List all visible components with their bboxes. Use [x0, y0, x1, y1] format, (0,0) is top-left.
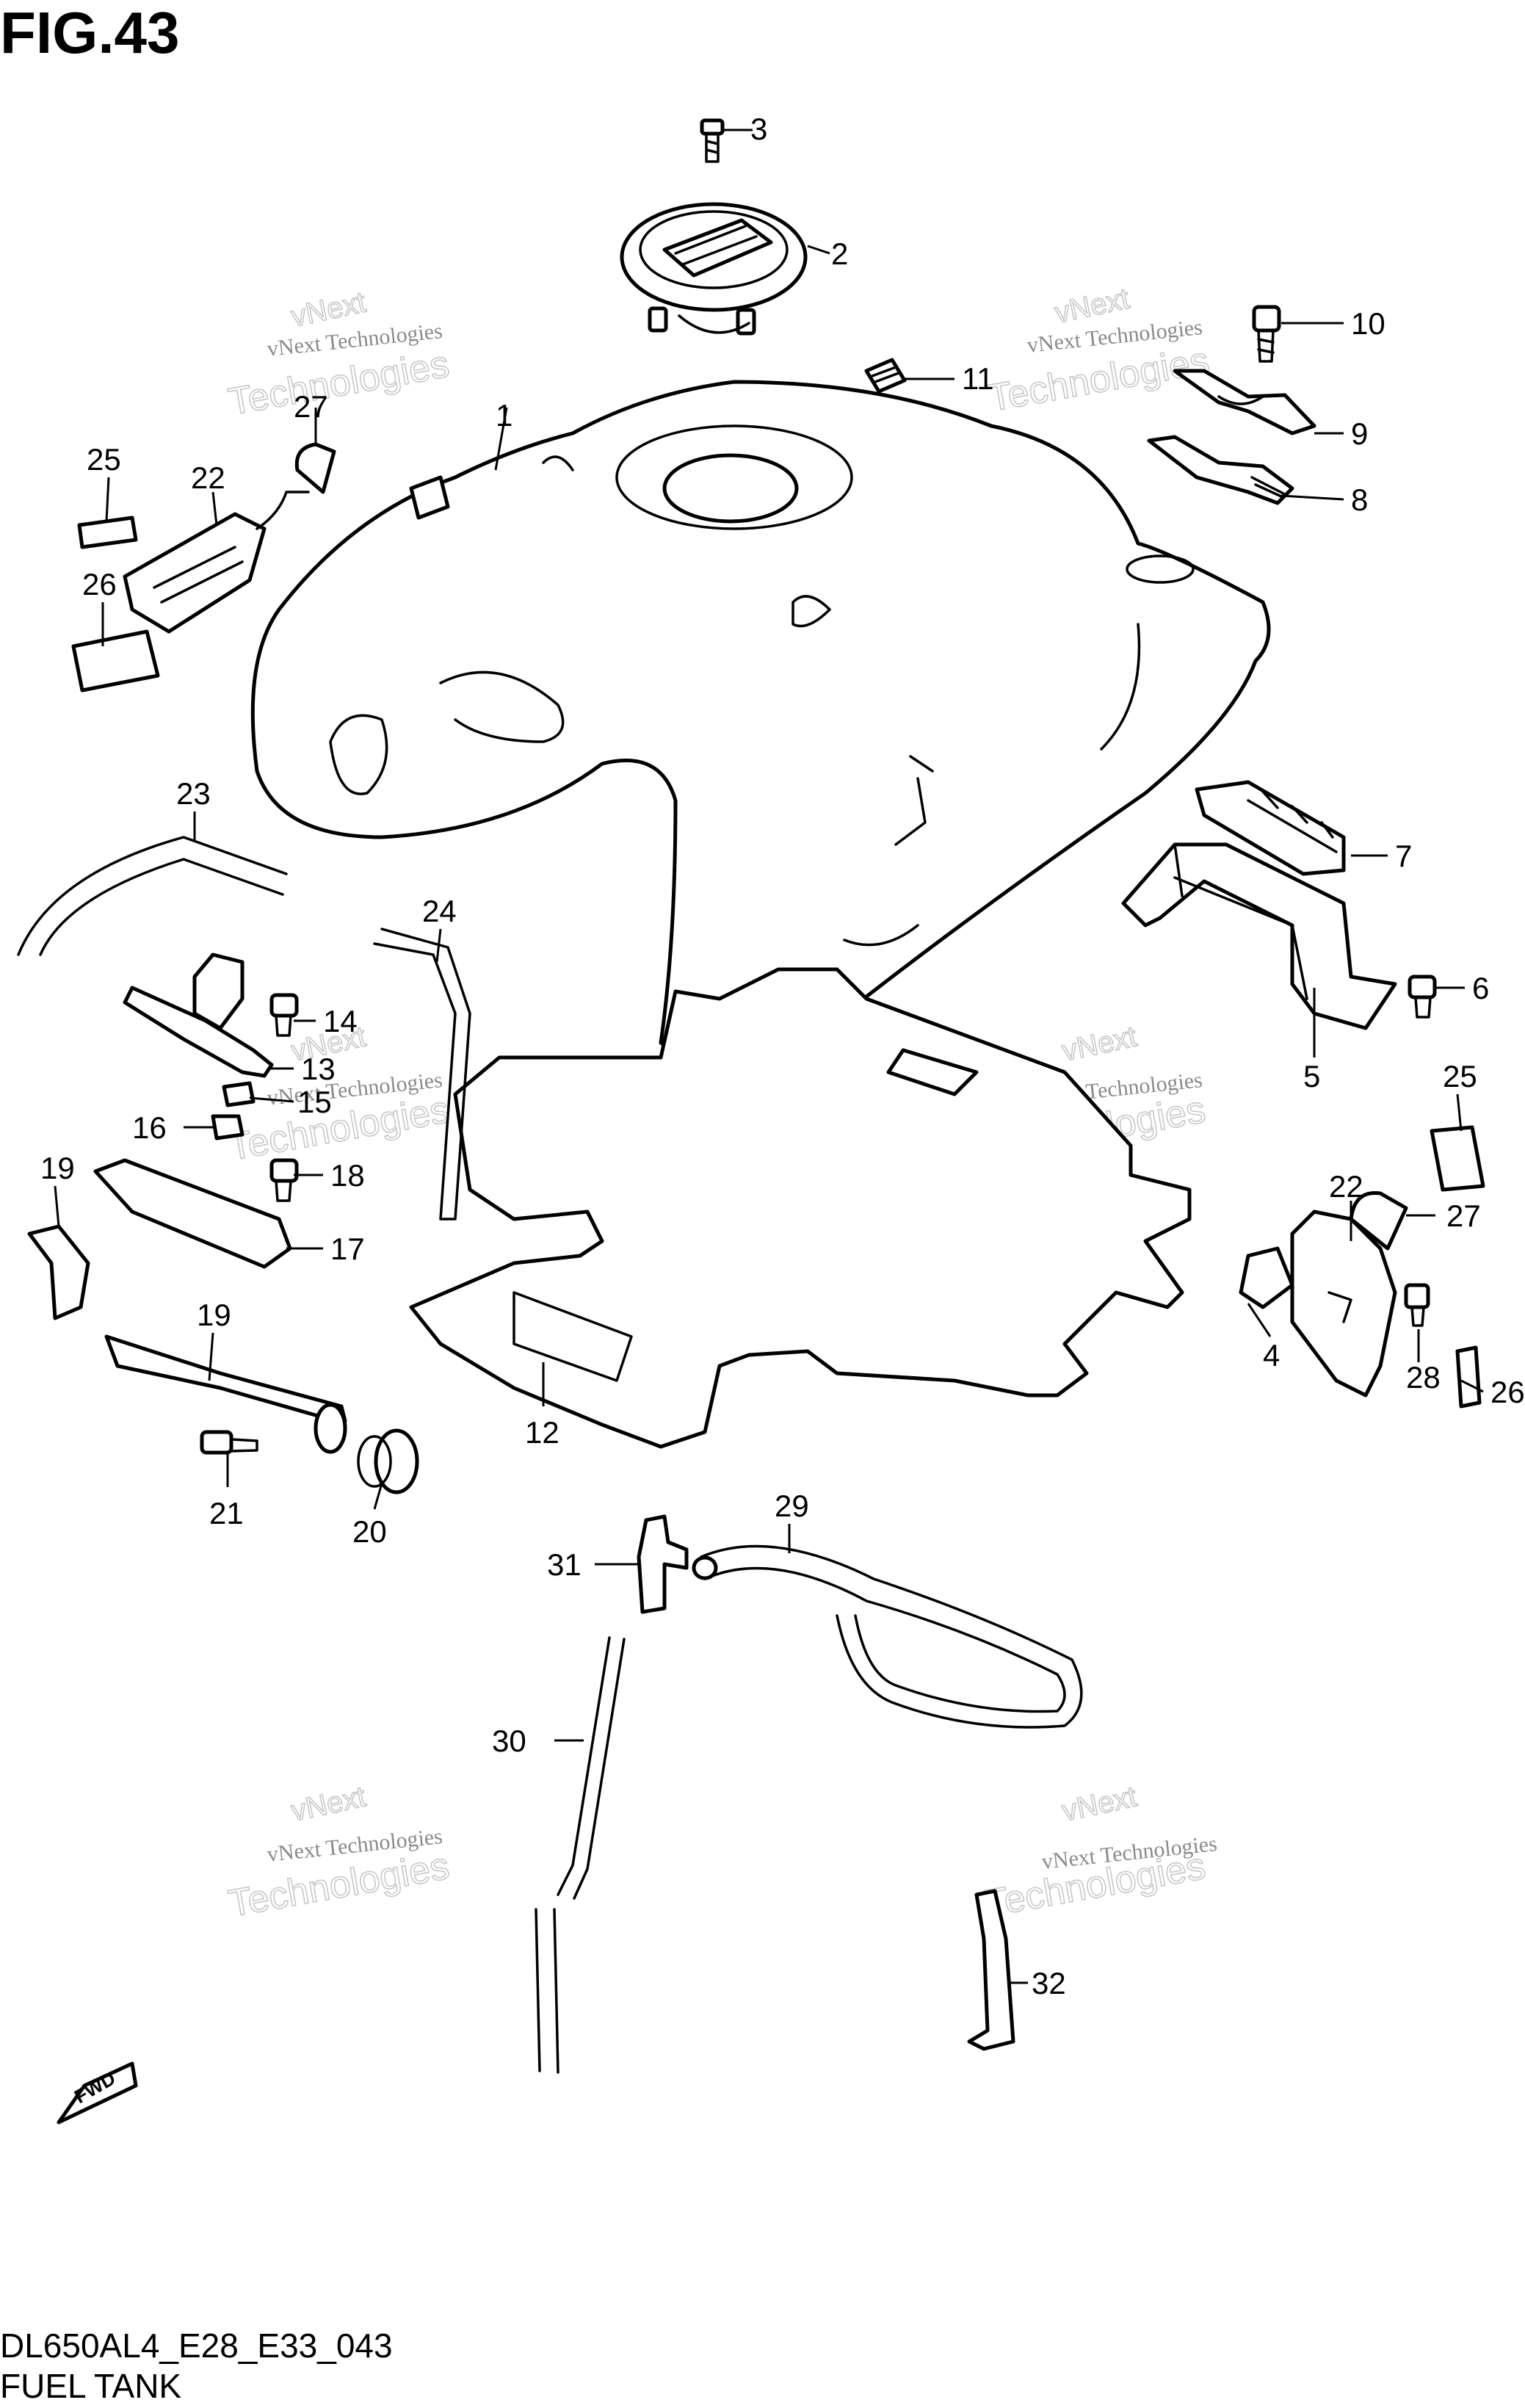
- callout-13: 13: [301, 1052, 336, 1086]
- part-14-bolt: [269, 993, 299, 1037]
- part-22-hose-left: [17, 836, 288, 956]
- svg-text:Technologies: Technologies: [225, 343, 452, 424]
- callout-18: 18: [330, 1158, 365, 1193]
- callout-22-mid: 24: [422, 894, 457, 928]
- callout-26-right: 26: [1490, 1375, 1525, 1409]
- callout-23: 22: [191, 460, 225, 495]
- callout-22-left: 23: [176, 776, 211, 811]
- part-31-joint: [637, 1514, 689, 1614]
- part-20-rubber: [357, 1428, 419, 1494]
- part-25-label-right: [1430, 1125, 1485, 1192]
- svg-text:vNext: vNext: [1059, 1021, 1140, 1068]
- callout-12: 12: [525, 1415, 559, 1450]
- callout-11: 11: [962, 361, 994, 396]
- callout-29: 29: [775, 1489, 809, 1523]
- callout-15: 15: [297, 1085, 332, 1119]
- part-13-bracket: [123, 952, 274, 1078]
- callout-16: 16: [132, 1110, 167, 1145]
- callout-6: 6: [1472, 971, 1489, 1005]
- part-28-bolt: [1404, 1283, 1430, 1327]
- part-25-label-left: [77, 516, 138, 549]
- callout-21: 21: [209, 1496, 244, 1530]
- part-12-pad: [409, 967, 1192, 1449]
- figure-caption: FUEL TANK: [0, 2367, 181, 2405]
- part-22-hose-mid: [373, 928, 471, 1221]
- part-4-clip: [1239, 1246, 1294, 1309]
- part-21-bolt: [200, 1430, 258, 1455]
- part-16-collar: [211, 1114, 244, 1140]
- part-5-bracket: [1121, 842, 1397, 1030]
- watermark-mid-left: vNext vNext Technologies Technologies: [225, 1020, 453, 1170]
- callout-30: 30: [492, 1724, 526, 1758]
- watermark-top-left: vNext vNext Technologies Technologies: [225, 286, 453, 424]
- part-15-grommet: [222, 1081, 256, 1107]
- watermark-top-right: vNext vNext Technologies Technologies: [985, 282, 1213, 421]
- callout-26-left: 26: [82, 567, 117, 601]
- figure-title: FIG.43: [0, 0, 180, 65]
- watermark-bottom-left: vNext vNext Technologies Technologies: [225, 1780, 453, 1926]
- part-27-cap-right: [1349, 1190, 1408, 1251]
- callout-labels: 3 2 10 11 9 8 1 7 5 6 4 22 27 28 26 25 1…: [40, 112, 1525, 2000]
- leader-lines: [54, 129, 1484, 1984]
- model-code: DL650AL4_E28_E33_043: [0, 2326, 393, 2365]
- part-19-bracket-lower: [104, 1334, 347, 1454]
- part-6-bolt: [1408, 975, 1437, 1019]
- part-3-screw: [700, 118, 725, 163]
- part-10-bolt: [1252, 305, 1281, 363]
- callout-14: 14: [323, 1004, 358, 1038]
- callout-1: 1: [496, 398, 512, 433]
- watermark-bottom-right: vNext vNext Technologies Technologies: [981, 1780, 1218, 1926]
- callout-28: 28: [1406, 1360, 1441, 1395]
- part-27-cap-left: [294, 442, 336, 494]
- callout-25-left: 25: [87, 442, 121, 477]
- part-23-cover: [123, 491, 310, 634]
- callout-19-lower: 19: [197, 1298, 231, 1332]
- part-26-label-left: [71, 629, 160, 693]
- callout-4: 4: [1263, 1338, 1280, 1373]
- callout-27-right: 27: [1446, 1198, 1481, 1233]
- callout-9: 9: [1351, 416, 1368, 451]
- callout-20: 20: [352, 1514, 387, 1549]
- part-11-pad: [864, 358, 907, 394]
- callout-7: 7: [1395, 839, 1412, 873]
- part-19-bracket-upper: [27, 1224, 90, 1320]
- svg-text:vNext: vNext: [1052, 283, 1132, 330]
- part-24-cover: [1290, 1210, 1397, 1398]
- svg-text:vNext: vNext: [289, 1781, 369, 1828]
- part-26-label-right: [1455, 1345, 1482, 1409]
- callout-8: 8: [1351, 482, 1368, 517]
- callout-31: 31: [547, 1547, 582, 1582]
- part-18-bolt: [269, 1158, 299, 1202]
- callout-10: 10: [1351, 306, 1385, 341]
- part-7-pad: [1195, 780, 1346, 876]
- part-2-fuel-cap: [620, 202, 808, 336]
- callout-5: 5: [1303, 1059, 1320, 1093]
- svg-text:vNext: vNext: [1059, 1781, 1140, 1828]
- fwd-arrow-icon: FWD: [57, 2061, 138, 2125]
- part-8-bracket: [1147, 435, 1294, 505]
- part-29-hose: [692, 1544, 1083, 1729]
- callout-3: 3: [750, 112, 767, 146]
- part-9-bracket: [1173, 369, 1316, 435]
- callout-2: 2: [831, 236, 848, 271]
- callout-24: 22: [1329, 1169, 1363, 1204]
- callout-25-right: 25: [1443, 1059, 1477, 1093]
- svg-text:Technologies: Technologies: [985, 339, 1212, 420]
- part-17-plate: [93, 1158, 292, 1269]
- part-30-hose: [535, 1636, 626, 2074]
- callout-19-upper: 19: [40, 1151, 75, 1185]
- callout-32: 32: [1032, 1966, 1066, 2000]
- part-32-clamp: [967, 1889, 1015, 2051]
- part-1-fuel-tank: [250, 380, 1271, 1063]
- callout-27-left: 27: [294, 389, 328, 424]
- callout-17: 17: [330, 1232, 365, 1266]
- svg-text:vNext: vNext: [289, 286, 369, 333]
